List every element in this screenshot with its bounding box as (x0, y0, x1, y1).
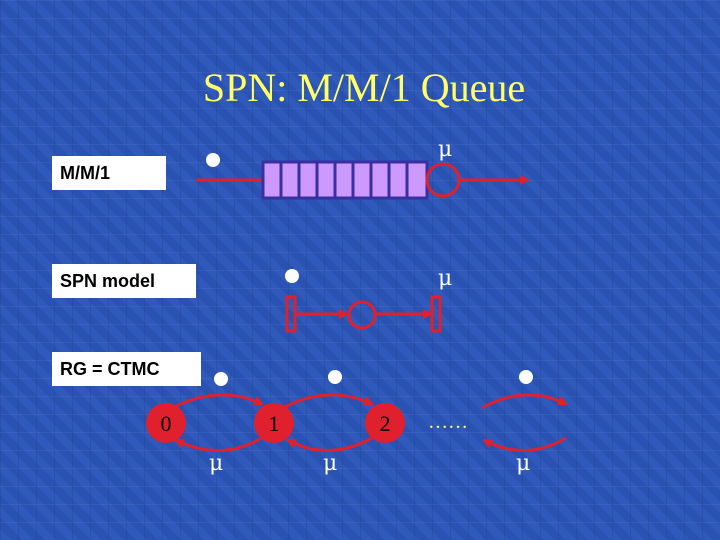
service-rate-mu: μ (438, 137, 452, 162)
state-2-label: 2 (380, 411, 391, 436)
server-circle (425, 162, 461, 198)
ctmc-state-2: 2 (365, 403, 405, 443)
ctmc-arc-1-to-2 (282, 393, 374, 410)
rg-ctmc-label: RG = CTMC (52, 352, 201, 386)
ctmc-rate-mu-2: μ (323, 451, 337, 476)
ctmc-state-1: 1 (254, 403, 294, 443)
state-0-label: 0 (161, 411, 172, 436)
ctmc-arc-0-to-1 (171, 393, 264, 410)
arrival-token-icon (206, 153, 220, 167)
ctmc-arc-2-to-1 (286, 436, 373, 452)
ctmc-rate-mu-1: μ (209, 451, 223, 476)
ctmc-arc-n-forward (481, 393, 568, 410)
spn-token-icon (285, 269, 299, 283)
page-title: SPN: M/M/1 Queue (202, 65, 526, 110)
ctmc-ellipsis: …… (428, 411, 468, 433)
spn-place-circle (347, 300, 377, 330)
ctmc-token-0-1-icon (214, 372, 228, 386)
mm1-label: M/M/1 (52, 156, 166, 190)
state-1-label: 1 (269, 411, 280, 436)
spn-model-label: SPN model (52, 264, 196, 298)
ctmc-arc-1-to-0 (174, 436, 263, 452)
ctmc-token-n-icon (519, 370, 533, 384)
spn-rate-mu: μ (438, 266, 452, 291)
ctmc-arc-n-backward (482, 436, 567, 452)
queue-buffer (261, 160, 429, 200)
spn-transition-right (430, 295, 442, 333)
ctmc-rate-mu-3: μ (516, 451, 530, 476)
ctmc-state-0: 0 (146, 403, 186, 443)
ctmc-token-1-2-icon (328, 370, 342, 384)
spn-transition-left (285, 295, 297, 333)
